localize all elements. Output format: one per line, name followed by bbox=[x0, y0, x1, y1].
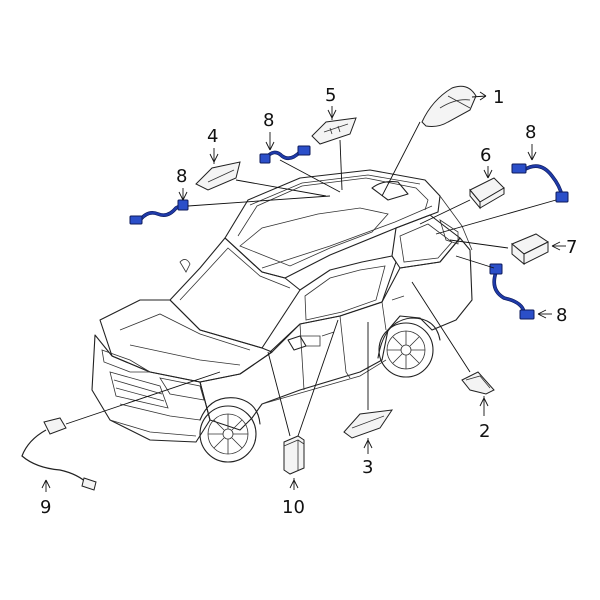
part-8-harness-top bbox=[259, 132, 341, 193]
callout-8b: 8 bbox=[263, 110, 274, 131]
part-8-harness-right-bottom bbox=[455, 255, 552, 320]
callout-4: 4 bbox=[207, 126, 218, 147]
part-1-roof-antenna bbox=[381, 85, 487, 197]
part-3-under-door-lamp bbox=[343, 322, 394, 454]
callout-8a: 8 bbox=[176, 166, 187, 187]
vehicle-outline bbox=[91, 169, 473, 463]
callout-5: 5 bbox=[325, 85, 336, 106]
part-7-module bbox=[449, 233, 566, 266]
callout-7: 7 bbox=[566, 237, 577, 258]
part-10-switch bbox=[267, 319, 339, 490]
callout-8c: 8 bbox=[525, 122, 536, 143]
part-4-interior-lamp bbox=[195, 148, 327, 197]
part-9-sensor-harness bbox=[21, 371, 221, 492]
part-2-side-lamp bbox=[411, 281, 495, 416]
part-8-harness-right-top bbox=[435, 144, 569, 235]
callout-9: 9 bbox=[40, 497, 51, 518]
part-6-control-module bbox=[419, 166, 505, 225]
part-8-harness-left bbox=[129, 188, 331, 225]
callout-8d: 8 bbox=[556, 305, 567, 326]
part-5-overhead-console bbox=[311, 106, 357, 191]
callout-6: 6 bbox=[480, 145, 491, 166]
callout-3: 3 bbox=[362, 457, 373, 478]
callout-1: 1 bbox=[493, 87, 504, 108]
callout-10: 10 bbox=[282, 497, 305, 518]
callout-2: 2 bbox=[479, 421, 490, 442]
